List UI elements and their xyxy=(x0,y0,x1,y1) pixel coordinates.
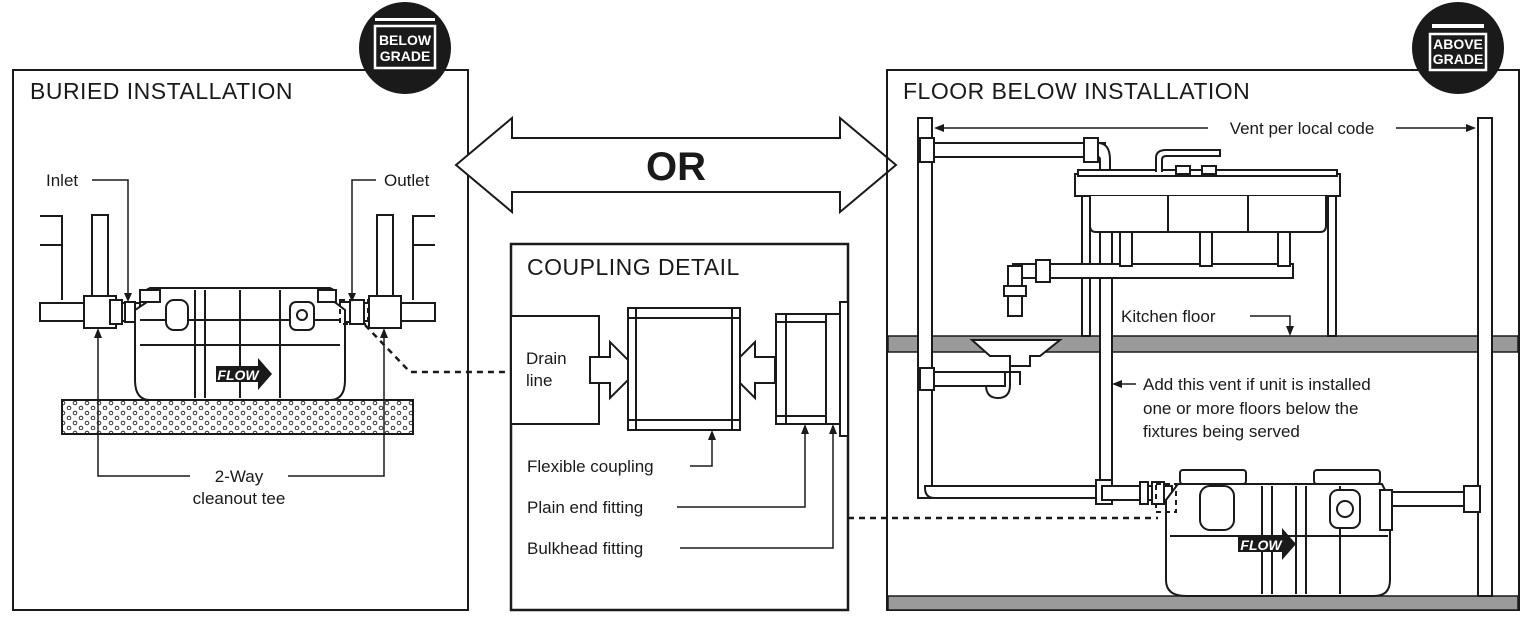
drain-line-label-line1: Drain xyxy=(526,349,567,368)
flow-label-left: FLOW xyxy=(217,367,260,383)
above-grade-badge: ABOVE GRADE xyxy=(1412,2,1504,94)
bulkhead-fitting-label: Bulkhead fitting xyxy=(527,539,643,558)
outlet-leader xyxy=(351,179,376,300)
floor-drain xyxy=(919,339,1063,400)
gravel-bed xyxy=(61,399,414,435)
kitchen-floor-label: Kitchen floor xyxy=(1121,307,1216,326)
coupling-callout-box-left xyxy=(339,299,369,325)
or-label: OR xyxy=(646,145,706,189)
inlet-leader xyxy=(92,179,129,300)
floor-below-installation-panel: FLOOR BELOW INSTALLATION ABOVE GRADE Ven… xyxy=(886,2,1520,611)
vent-note-line1: Add this vent if unit is installed xyxy=(1143,375,1371,394)
lower-floor-slab xyxy=(887,595,1519,611)
sink-drain-piping xyxy=(1003,231,1294,317)
push-arrow-right xyxy=(589,339,640,401)
cleanout-leaders xyxy=(97,330,385,477)
buried-installation-title: BURIED INSTALLATION xyxy=(30,78,293,104)
vent-per-local-code-label: Vent per local code xyxy=(1230,119,1375,138)
buried-installation-panel: BURIED INSTALLATION BELOW GRADE xyxy=(12,2,512,611)
inlet-pipe xyxy=(39,214,141,329)
plain-end-fitting xyxy=(775,313,831,425)
outlet-label: Outlet xyxy=(384,171,430,190)
coupling-callout-box-right xyxy=(1155,483,1177,513)
buried-interceptor-tank xyxy=(134,287,346,401)
plain-end-fitting-label: Plain end fitting xyxy=(527,498,643,517)
three-compartment-sink xyxy=(1074,149,1341,337)
or-double-arrow: OR xyxy=(454,115,898,215)
floor-below-installation-title: FLOOR BELOW INSTALLATION xyxy=(903,78,1250,104)
outlet-pipe xyxy=(339,214,436,329)
flow-arrow-left: FLOW xyxy=(216,358,272,390)
drain-line-block xyxy=(510,315,600,425)
top-vent-pipe xyxy=(919,137,1111,229)
inlet-label: Inlet xyxy=(46,171,78,190)
coupling-detail-title: COUPLING DETAIL xyxy=(527,254,740,280)
flow-label-right: FLOW xyxy=(1240,537,1283,553)
below-grade-badge-line1: BELOW xyxy=(379,32,432,48)
floor-below-interceptor-tank xyxy=(1165,469,1481,597)
flow-arrow-right: FLOW xyxy=(1238,528,1296,560)
cleanout-label-line1: 2-Way xyxy=(215,467,264,486)
coupling-callout-line-left xyxy=(364,324,512,374)
cleanout-label-line2: cleanout tee xyxy=(193,489,286,508)
bulkhead-fitting xyxy=(825,301,849,437)
above-grade-badge-line1: ABOVE xyxy=(1433,36,1483,52)
vent-note-line3: fixtures being served xyxy=(1143,422,1300,441)
below-grade-badge-line2: GRADE xyxy=(380,48,431,64)
coupling-detail-panel: COUPLING DETAIL Drain line Flexible xyxy=(509,242,1158,612)
excavation-walls xyxy=(40,215,435,300)
drain-line-label-line2: line xyxy=(526,371,552,390)
flexible-coupling xyxy=(627,307,741,431)
tank-inlet-pipe xyxy=(924,479,1173,505)
flexible-coupling-label: Flexible coupling xyxy=(527,457,654,476)
vent-stacks xyxy=(917,117,1493,597)
below-grade-badge: BELOW GRADE xyxy=(359,2,451,94)
above-grade-badge-line2: GRADE xyxy=(1433,51,1484,67)
vent-note-line2: one or more floors below the xyxy=(1143,399,1358,418)
